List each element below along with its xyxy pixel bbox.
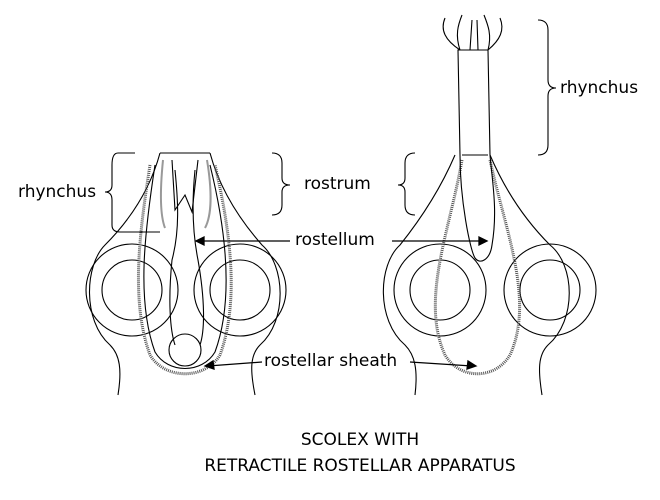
right-scolex bbox=[382, 14, 597, 396]
sucker-right-1 bbox=[393, 243, 487, 337]
label-rhynchus-left: rhynchus bbox=[18, 182, 97, 202]
sucker-left-2 bbox=[193, 243, 287, 337]
label-rostrum: rostrum bbox=[304, 174, 371, 194]
rhynchus-left-bracket bbox=[104, 152, 160, 233]
title-line-1: SCOLEX WITH bbox=[300, 430, 420, 450]
retracted-rhynchus bbox=[168, 333, 202, 367]
label-rostellum: rostellum bbox=[295, 230, 375, 250]
sucker-left-1 bbox=[85, 243, 179, 337]
rhynchus-right-bracket bbox=[537, 19, 557, 156]
rostrum-left-bracket bbox=[271, 152, 291, 216]
everted-rhynchus bbox=[457, 49, 496, 262]
label-rostellar-sheath: rostellar sheath bbox=[264, 351, 398, 371]
sucker-right-2 bbox=[503, 243, 597, 337]
rostrum-right-bracket bbox=[397, 152, 416, 216]
label-rhynchus-right: rhynchus bbox=[560, 78, 639, 98]
hooks bbox=[442, 14, 503, 51]
arrows bbox=[194, 235, 489, 370]
title-line-2: RETRACTILE ROSTELLAR APPARATUS bbox=[204, 456, 516, 476]
left-scolex bbox=[85, 152, 287, 396]
